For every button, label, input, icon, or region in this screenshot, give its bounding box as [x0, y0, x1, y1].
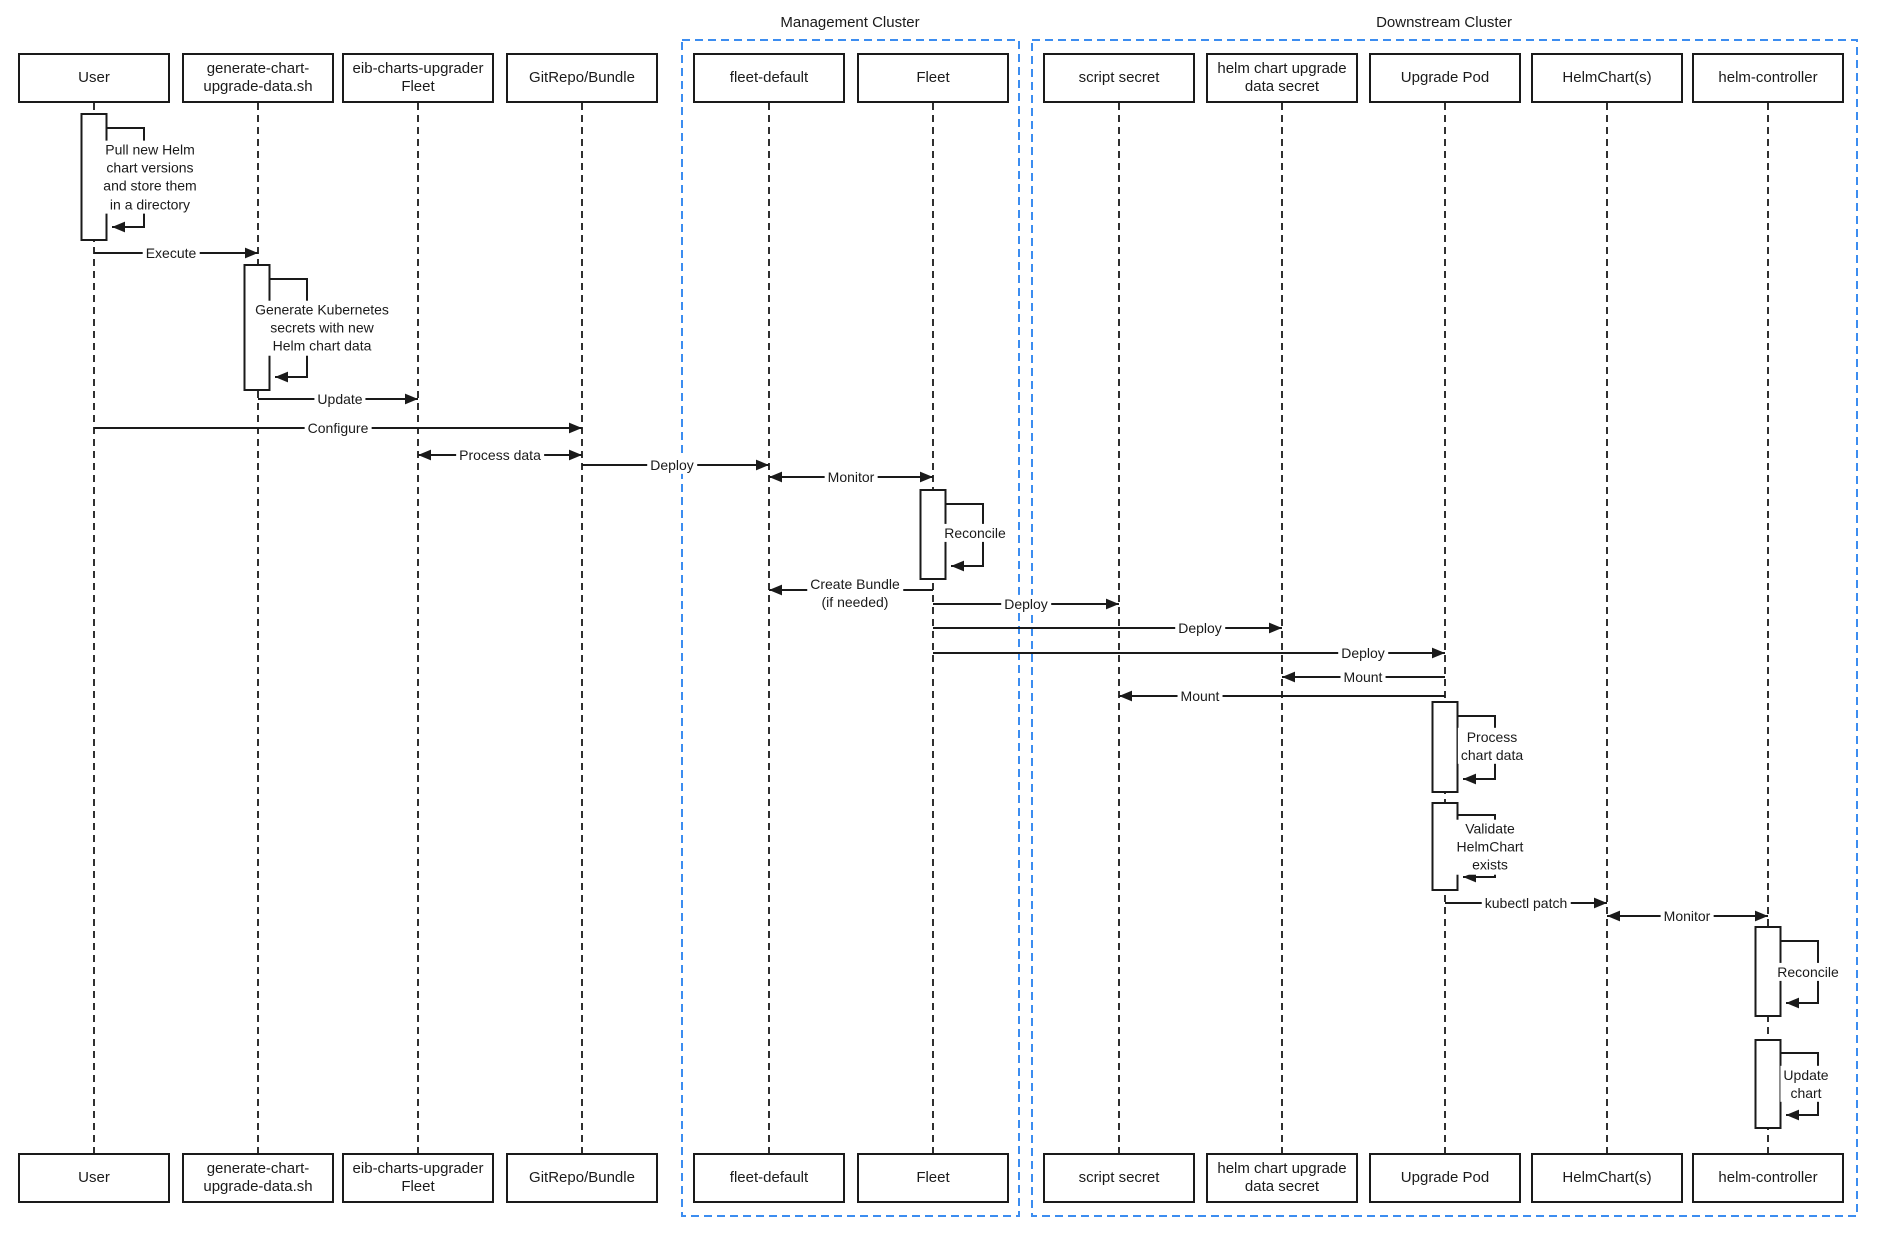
activation-bars: [80, 113, 1782, 1129]
actor-top-data-secret: helm chart upgrade data secret: [1206, 53, 1358, 103]
message-label-mount-data-secret: Mount: [1340, 667, 1386, 687]
actor-top-helmcharts: HelmChart(s): [1531, 53, 1683, 103]
actor-top-upgrade-pod: Upgrade Pod: [1369, 53, 1521, 103]
actor-bottom-generate-script: generate-chart- upgrade-data.sh: [182, 1153, 334, 1203]
message-label-deploy-gitrepo: Deploy: [647, 455, 697, 475]
message-label-deploy-script-secret: Deploy: [1001, 594, 1051, 614]
self-label-process-chart-data: Process chart data: [1457, 727, 1527, 765]
lifelines: [93, 103, 1769, 1153]
self-label-validate-helmchart: Validate HelmChart exists: [1453, 819, 1527, 875]
activation-upgrade-pod-1: [1431, 701, 1459, 793]
actor-bottom-fleet-default: fleet-default: [693, 1153, 845, 1203]
actor-top-fleet-default: fleet-default: [693, 53, 845, 103]
activation-helm-controller-2: [1754, 1039, 1782, 1129]
message-label-process-data: Process data: [456, 445, 544, 465]
self-label-update-chart: Update chart: [1780, 1065, 1832, 1103]
cluster-label-downstream: Downstream Cluster: [1376, 14, 1512, 31]
actor-bottom-eib-fleet: eib-charts-upgrader Fleet: [342, 1153, 494, 1203]
actor-bottom-fleet: Fleet: [857, 1153, 1009, 1203]
message-label-update: Update: [314, 389, 366, 409]
actor-top-gitrepo: GitRepo/Bundle: [506, 53, 658, 103]
self-label-reconcile-fleet: Reconcile: [941, 523, 1009, 543]
message-label-mount-script-secret: Mount: [1177, 686, 1223, 706]
self-label-generate-secrets: Generate Kubernetes secrets with new Hel…: [252, 300, 392, 356]
actor-bottom-gitrepo: GitRepo/Bundle: [506, 1153, 658, 1203]
actor-top-script-secret: script secret: [1043, 53, 1195, 103]
message-label-create-bundle: Create Bundle (if needed): [807, 574, 903, 612]
actor-bottom-helmcharts: HelmChart(s): [1531, 1153, 1683, 1203]
actor-top-user: User: [18, 53, 170, 103]
actor-top-fleet: Fleet: [857, 53, 1009, 103]
cluster-label-management: Management Cluster: [780, 14, 920, 31]
actor-bottom-upgrade-pod: Upgrade Pod: [1369, 1153, 1521, 1203]
actor-bottom-data-secret: helm chart upgrade data secret: [1206, 1153, 1358, 1203]
message-label-deploy-data-secret: Deploy: [1175, 618, 1225, 638]
self-label-reconcile-helm-controller: Reconcile: [1774, 962, 1842, 982]
actor-bottom-script-secret: script secret: [1043, 1153, 1195, 1203]
actor-top-generate-script: generate-chart- upgrade-data.sh: [182, 53, 334, 103]
actor-bottom-user: User: [18, 1153, 170, 1203]
message-label-execute: Execute: [142, 243, 200, 263]
actor-top-eib-fleet: eib-charts-upgrader Fleet: [342, 53, 494, 103]
actor-bottom-helm-controller: helm-controller: [1692, 1153, 1844, 1203]
self-label-pull-helm-charts: Pull new Helm chart versions and store t…: [100, 140, 200, 214]
message-label-configure: Configure: [304, 418, 372, 438]
message-label-deploy-upgrade-pod: Deploy: [1338, 643, 1388, 663]
message-label-monitor-fleet: Monitor: [824, 467, 878, 487]
actor-top-helm-controller: helm-controller: [1692, 53, 1844, 103]
message-label-kubectl-patch: kubectl patch: [1481, 893, 1571, 913]
message-label-monitor-helm-controller: Monitor: [1660, 906, 1714, 926]
self-message-loops: [106, 127, 1819, 1121]
